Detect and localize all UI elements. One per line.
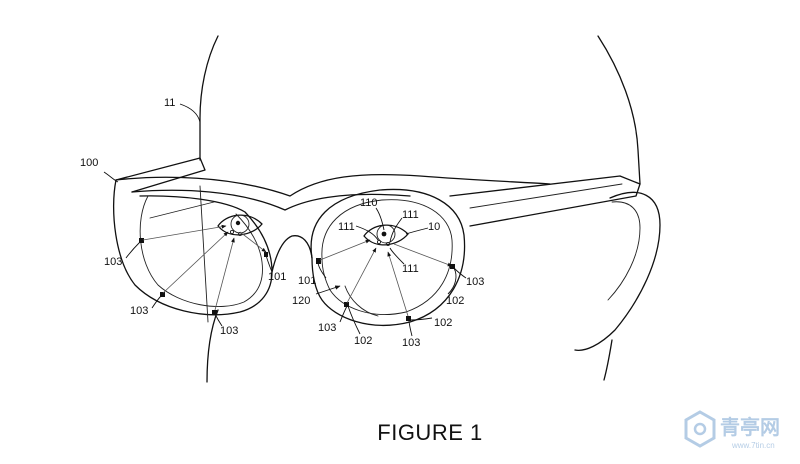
leader-lines — [103, 103, 467, 337]
label-glint-c: 111 — [402, 263, 419, 275]
light-rays — [142, 224, 453, 317]
watermark: 青亭网 www.7tin.cn — [684, 410, 780, 450]
label-glasses: 100 — [80, 157, 98, 169]
head-outline — [199, 35, 641, 383]
label-sensor-c: 102 — [446, 295, 464, 307]
label-pupil: 110 — [360, 197, 378, 209]
label-eye: 10 — [428, 221, 440, 233]
figure-caption: FIGURE 1 — [377, 420, 482, 445]
right-ear — [574, 191, 661, 351]
frame-emitters — [139, 238, 455, 321]
label-sensor-a: 102 — [354, 335, 372, 347]
label-glint-b: 111 — [402, 209, 419, 221]
watermark-url: www.7tin.cn — [731, 441, 775, 450]
watermark-name: 青亭网 — [720, 415, 780, 439]
label-emitter-f: 103 — [466, 276, 484, 288]
label-emitter-d: 103 — [318, 322, 336, 334]
label-sensor-b: 102 — [434, 317, 452, 329]
label-head: 11 — [164, 97, 175, 109]
label-frame-left: 101 — [268, 271, 286, 283]
hexagon-logo-icon — [684, 410, 716, 448]
label-emitter-a: 103 — [104, 256, 122, 268]
reference-labels: 11 100 103 103 103 101 101 120 103 102 1… — [80, 97, 484, 349]
label-lens: 120 — [292, 295, 310, 307]
glasses-frame — [112, 157, 641, 326]
left-eye — [217, 214, 263, 237]
label-emitter-b: 103 — [130, 305, 148, 317]
label-emitter-c: 103 — [220, 325, 238, 337]
label-glint-a: 111 — [338, 221, 355, 233]
right-eye — [363, 224, 409, 247]
label-emitter-e: 103 — [402, 337, 420, 349]
label-frame-right: 101 — [298, 275, 316, 287]
